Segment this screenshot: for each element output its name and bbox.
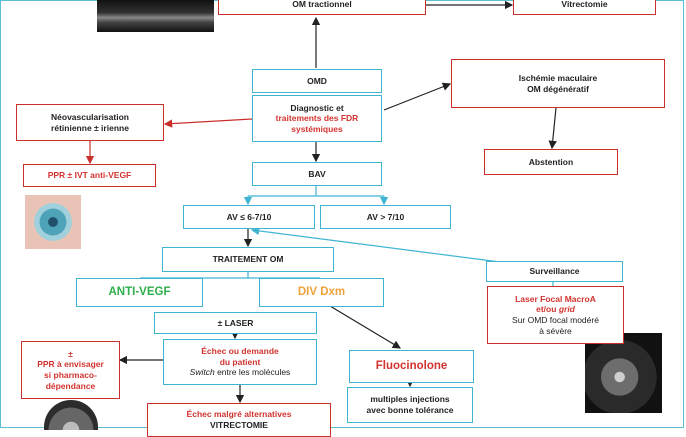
node-ischemie-line2: OM dégénératif bbox=[527, 83, 589, 94]
node-diagnostic-line1: Diagnostic et bbox=[290, 102, 344, 113]
node-ppr-env-line1: ± bbox=[68, 348, 73, 359]
angiography-image-right bbox=[585, 333, 662, 413]
node-laser-focal-line1: Laser Focal MacroA bbox=[515, 293, 596, 304]
node-plus-laser: ± LASER bbox=[154, 312, 317, 334]
node-omd: OMD bbox=[252, 69, 382, 93]
node-multiples-injections: multiples injections avec bonne toléranc… bbox=[347, 387, 473, 423]
node-diagnostic-line3: systémiques bbox=[291, 123, 343, 134]
node-neovascularisation: Néovascularisation rétinienne ± irienne bbox=[16, 104, 164, 141]
node-vitrectomie-top-label: Vitrectomie bbox=[561, 0, 608, 10]
node-bav: BAV bbox=[252, 162, 382, 186]
node-echec-line1: Échec ou demande bbox=[201, 346, 279, 357]
node-av-low: AV ≤ 6-7/10 bbox=[183, 205, 315, 229]
node-surveillance: Surveillance bbox=[486, 261, 623, 282]
node-laser-focal-line3: Sur OMD focal modéré bbox=[512, 315, 599, 325]
node-multiples-line2: avec bonne tolérance bbox=[366, 405, 454, 415]
node-ppr-env-line2: PPR à envisager bbox=[37, 359, 104, 370]
node-ppr-ivt: PPR ± IVT anti-VEGF bbox=[23, 164, 156, 187]
node-fluocinolone: Fluocinolone bbox=[349, 350, 474, 383]
oct-scan-image bbox=[97, 0, 214, 32]
node-ppr-env-line4: dépendance bbox=[45, 380, 96, 391]
node-echec-alt-line2: VITRECTOMIE bbox=[210, 419, 268, 430]
node-div-dxm-label: DIV Dxm bbox=[297, 286, 346, 299]
node-laser-focal-line2b: grid bbox=[558, 304, 575, 315]
node-fluocinolone-label: Fluocinolone bbox=[375, 360, 448, 373]
node-diagnostic: Diagnostic et traitements des FDR systém… bbox=[252, 95, 382, 142]
node-ischemie: Ischémie maculaire OM dégénératif bbox=[451, 59, 665, 108]
node-ppr-env-line3: si pharmaco- bbox=[44, 370, 97, 380]
node-echec-line3b: entre les molécules bbox=[214, 367, 291, 378]
node-anti-vegf: ANTI-VEGF bbox=[76, 278, 203, 307]
node-laser-focal-line4: à sévère bbox=[539, 325, 572, 336]
node-av-high-label: AV > 7/10 bbox=[366, 211, 405, 222]
node-abstention: Abstention bbox=[484, 149, 618, 175]
node-neovasc-line1: Néovascularisation bbox=[51, 111, 129, 122]
node-abstention-label: Abstention bbox=[528, 156, 574, 167]
eye-photo-image bbox=[25, 195, 81, 249]
node-plus-laser-label: ± LASER bbox=[217, 317, 254, 328]
node-surveillance-label: Surveillance bbox=[529, 266, 580, 277]
node-av-low-label: AV ≤ 6-7/10 bbox=[226, 211, 272, 222]
node-div-dxm: DIV Dxm bbox=[259, 278, 384, 307]
node-multiples-line1: multiples injections bbox=[370, 394, 450, 405]
node-av-high: AV > 7/10 bbox=[320, 205, 451, 229]
node-echec-line2: du patient bbox=[219, 356, 261, 367]
node-ppr-ivt-label: PPR ± IVT anti-VEGF bbox=[47, 170, 132, 181]
node-om-tractionnel-label: OM tractionnel bbox=[292, 0, 352, 10]
node-vitrectomie-top: Vitrectomie bbox=[513, 0, 656, 15]
node-traitement-om: TRAITEMENT OM bbox=[162, 247, 334, 272]
node-laser-focal: Laser Focal MacroA et/ou grid Sur OMD fo… bbox=[487, 286, 624, 344]
node-om-tractionnel: OM tractionnel bbox=[218, 0, 426, 15]
node-diagnostic-line2: traitements des FDR bbox=[275, 113, 359, 124]
node-bav-label: BAV bbox=[308, 168, 326, 179]
node-echec-line3a: Switch bbox=[189, 367, 215, 378]
node-echec-alt-line1: Échec malgré alternatives bbox=[186, 409, 292, 419]
node-traitement-om-label: TRAITEMENT OM bbox=[212, 254, 284, 265]
node-echec-alternatives: Échec malgré alternatives VITRECTOMIE bbox=[147, 403, 331, 437]
node-laser-focal-line2: et/ou bbox=[536, 304, 557, 315]
node-echec-demande: Échec ou demande du patient Switch entre… bbox=[163, 339, 317, 385]
node-neovasc-line2: rétinienne ± irienne bbox=[51, 122, 129, 133]
node-ppr-envisager: ± PPR à envisager si pharmaco- dépendanc… bbox=[21, 341, 120, 399]
node-omd-label: OMD bbox=[307, 75, 327, 86]
node-anti-vegf-label: ANTI-VEGF bbox=[108, 286, 171, 299]
node-ischemie-line1: Ischémie maculaire bbox=[518, 72, 598, 83]
